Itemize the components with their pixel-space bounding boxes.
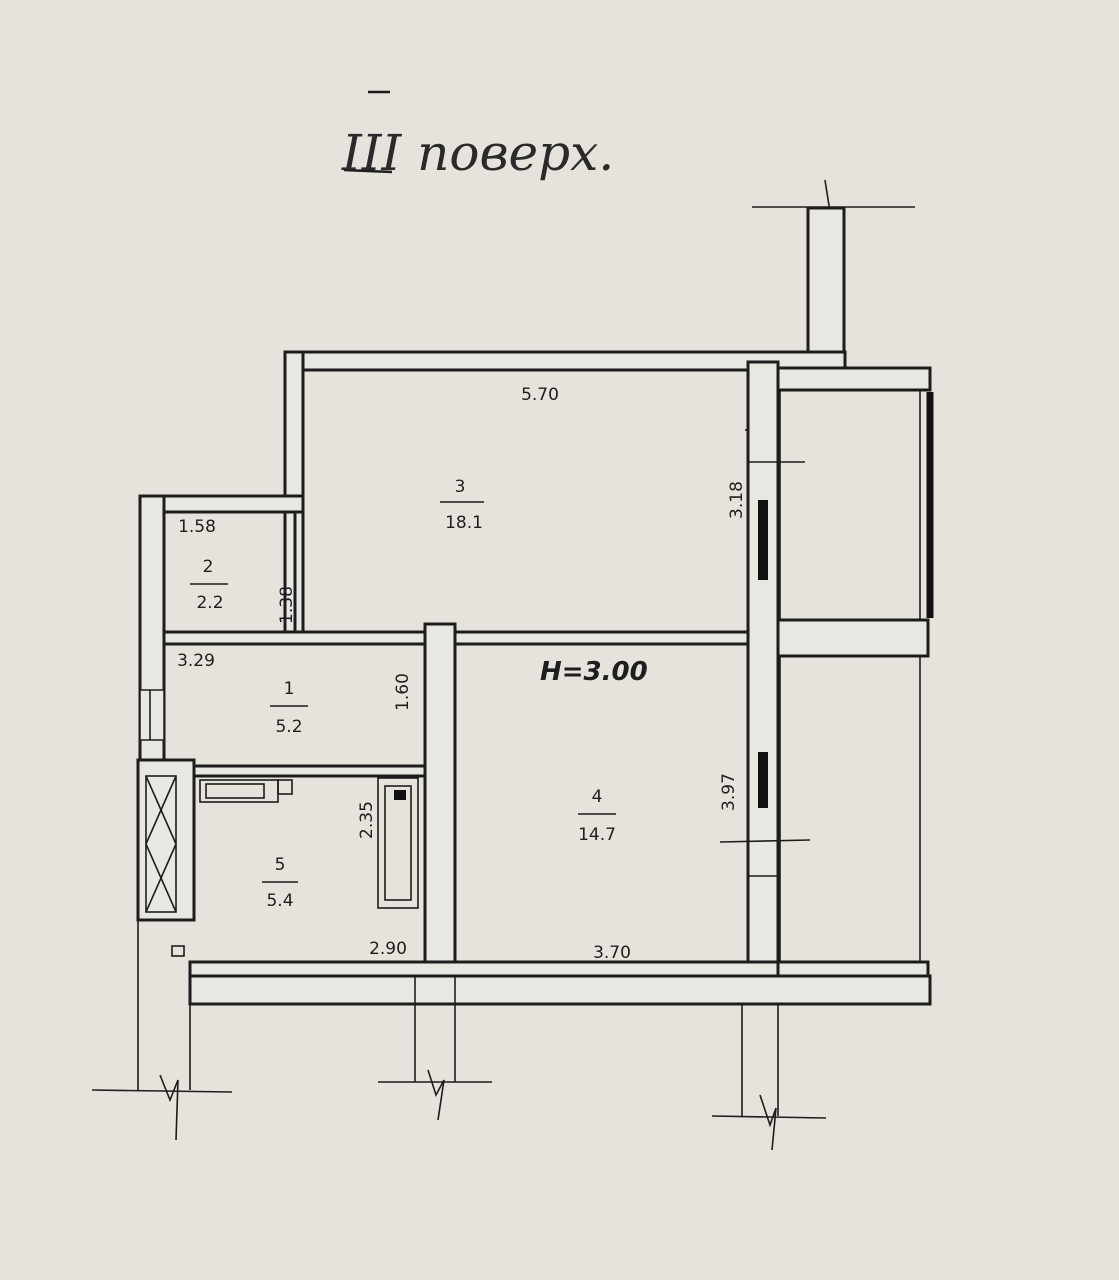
room-4-area: 14.7 <box>578 825 616 845</box>
room-1-number: 1 <box>284 679 295 699</box>
room-2-label: 2 2.2 <box>190 557 228 613</box>
bottom-breaks <box>91 920 827 1151</box>
fixtures <box>171 777 419 957</box>
roman-underline <box>343 168 393 174</box>
room-4-number: 4 <box>592 787 603 807</box>
window-room4 <box>758 752 768 808</box>
dim-room3-depth: 3.18 <box>727 481 747 519</box>
walls <box>138 350 932 1006</box>
left-openings <box>139 689 165 741</box>
dim-room3-width: 5.70 <box>521 385 559 405</box>
drain <box>171 945 185 957</box>
room-2-area: 2.2 <box>196 593 223 613</box>
wall-central <box>423 622 457 976</box>
dim-room4-depth: 3.97 <box>719 773 739 811</box>
dim-room1-width: 3.29 <box>177 651 215 671</box>
floor-title: III поверх. <box>341 90 614 182</box>
room-3-label: 3 18.1 <box>440 477 484 533</box>
wall-right <box>746 360 780 976</box>
bathtub <box>377 777 419 909</box>
balcony <box>776 366 934 963</box>
window-room3 <box>758 500 768 580</box>
balcony-divider <box>776 618 930 658</box>
balcony-lower <box>779 655 921 963</box>
room-1-label: 1 5.2 <box>270 679 308 737</box>
room-5-area: 5.4 <box>266 891 293 911</box>
floor-title-text: III поверх. <box>341 124 614 182</box>
room-5-number: 5 <box>275 855 286 875</box>
room-5-label: 5 5.4 <box>262 855 298 911</box>
dim-room2-depth: 1.38 <box>277 586 297 624</box>
dim-room4-width: 3.70 <box>593 943 631 963</box>
wall-lower-outer <box>188 974 932 1006</box>
room-2-number: 2 <box>203 557 214 577</box>
openings <box>719 429 811 877</box>
ceiling-height: H=3.00 <box>540 657 648 687</box>
vent-shaft <box>136 758 196 922</box>
balcony-upper <box>779 389 921 621</box>
dimension-labels: 5.70 3.18 1.58 1.38 3.29 1.60 2.35 2.90 … <box>177 385 747 963</box>
room-1-area: 5.2 <box>275 717 302 737</box>
dim-room5-depth: 2.35 <box>357 801 377 839</box>
balcony-top-wall <box>776 366 932 392</box>
wall-mid-horizontal <box>162 630 752 646</box>
wall-bottom <box>188 960 782 978</box>
dim-room2-width: 1.58 <box>178 517 216 537</box>
room-3-number: 3 <box>455 477 466 497</box>
dim-room1-depth: 1.60 <box>393 673 413 711</box>
wall-room1-room5 <box>191 764 427 778</box>
dim-room5-width: 2.90 <box>369 939 407 959</box>
room-3-area: 18.1 <box>445 513 483 533</box>
top-shaft <box>752 179 915 370</box>
room-labels: 3 18.1 2 2.2 1 5.2 4 14.7 5 5.4 <box>190 477 616 911</box>
room-4-label: 4 14.7 <box>578 787 616 845</box>
